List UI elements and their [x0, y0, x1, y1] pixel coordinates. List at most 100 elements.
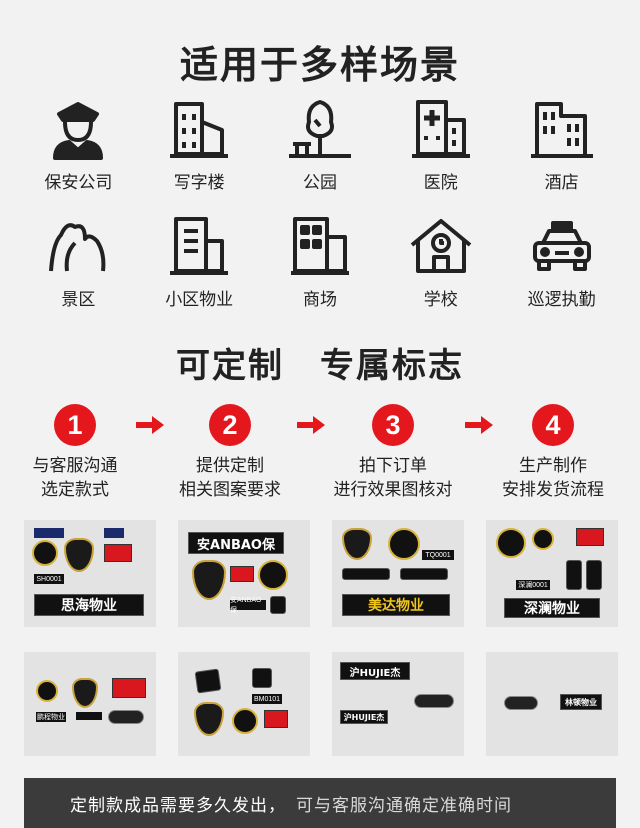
scene-park: 公园: [260, 96, 381, 193]
footer-ghost-text: 可与客服沟通确定准确时间: [296, 795, 512, 816]
name-patch: 深澜物业: [504, 598, 600, 618]
tag-patch: [104, 528, 124, 538]
scene-label: 写字楼: [173, 173, 225, 193]
tag-patch: [34, 528, 64, 538]
step-text: 提供定制 相关图案要求: [155, 454, 305, 502]
step-line: 进行效果图核对: [333, 480, 453, 500]
epaulette-patch: [342, 568, 390, 580]
flag-patch: [264, 710, 288, 728]
step-line: 与客服沟通: [32, 456, 118, 476]
step-number: 2: [209, 404, 251, 446]
hotel-icon: [530, 102, 593, 158]
scene-label: 公园: [302, 173, 337, 193]
scene-label: 酒店: [544, 173, 579, 193]
round-badge: [36, 680, 58, 702]
title-exclusive-logo: 专属标志: [320, 346, 464, 386]
round-badge: [232, 708, 258, 734]
step-number: 4: [532, 404, 574, 446]
epaulette-patch: [400, 568, 448, 580]
sample-image-sihai: SH0001 思海物业: [24, 520, 156, 627]
sample-image-shenlan: 深澜0001 深澜物业: [486, 520, 618, 627]
step-text: 生产制作 安排发货流程: [478, 454, 628, 502]
scene-patrol-duty: 巡逻执勤: [501, 213, 622, 310]
scene-security-company: 保安公司: [18, 96, 139, 193]
scene-label: 巡逻执勤: [527, 290, 596, 310]
residential-building-icon: [170, 217, 229, 275]
shield-badge: [342, 528, 372, 560]
scene-label: 商场: [302, 290, 337, 310]
school-icon: [410, 219, 472, 273]
office-building-icon: [170, 102, 229, 158]
id-tag: 安ANBAO保: [230, 597, 266, 614]
process-steps: 1 与客服沟通 选定款式 2 提供定制 相关图案要求 3 拍下订单 进行效果图核…: [0, 404, 640, 504]
scene-residential-property: 小区物业: [139, 213, 260, 310]
scene-hotel: 酒店: [501, 96, 622, 193]
id-tag: 鹏程物业: [36, 712, 66, 722]
step-text: 拍下订单 进行效果图核对: [318, 454, 468, 502]
flag-patch: [104, 544, 132, 562]
step-4: 4 生产制作 安排发货流程: [478, 404, 628, 502]
id-tag: BM0101: [252, 694, 282, 704]
scene-hospital: 医院: [380, 96, 501, 193]
epaulette-patch: [586, 560, 602, 590]
step-line: 选定款式: [41, 480, 109, 500]
scene-grid: 保安公司 写字楼 公园 医院: [18, 96, 622, 310]
section-title-customize: 可定制专属标志: [0, 338, 640, 387]
round-badge: [32, 540, 58, 566]
scene-label: 医院: [423, 173, 458, 193]
tag-patch: [76, 712, 102, 720]
step-line: 相关图案要求: [179, 480, 281, 500]
mall-icon: [290, 217, 349, 275]
scene-shopping-mall: 商场: [260, 213, 381, 310]
round-badge: [496, 528, 526, 558]
step-line: 生产制作: [519, 456, 587, 476]
step-1: 1 与客服沟通 选定款式: [0, 404, 150, 502]
shield-badge: [64, 538, 94, 572]
footer-text: 定制款成品需要多久发出，: [70, 795, 286, 816]
scene-label: 景区: [61, 290, 96, 310]
scenic-mountain-icon: [49, 223, 106, 272]
sample-image-pengcheng: 鹏程物业: [24, 652, 156, 756]
flag-patch: [112, 678, 146, 698]
name-patch: 思海物业: [34, 594, 144, 616]
name-patch: 美达物业: [342, 594, 450, 616]
wing-badge: [108, 710, 144, 724]
step-text: 与客服沟通 选定款式: [0, 454, 150, 502]
name-patch: 沪HUJIE杰: [340, 710, 388, 724]
step-3: 3 拍下订单 进行效果图核对: [318, 404, 468, 502]
round-badge: [532, 528, 554, 550]
security-guard-icon: [53, 102, 104, 160]
flag-patch: [576, 528, 604, 546]
id-tag: TQ0001: [422, 550, 454, 560]
hospital-icon: [411, 100, 470, 158]
scene-office-building: 写字楼: [139, 96, 260, 193]
id-tag: SH0001: [34, 574, 64, 584]
round-badge: [388, 528, 420, 560]
id-tag: 深澜0001: [516, 580, 550, 590]
epaulette-patch: [194, 668, 222, 694]
scene-school: 学校: [380, 213, 501, 310]
step-number: 1: [54, 404, 96, 446]
round-badge: [258, 560, 288, 590]
epaulette-patch: [270, 596, 286, 614]
title-customizable: 可定制: [176, 346, 284, 386]
wing-badge: [414, 694, 454, 708]
epaulette-patch: [252, 668, 272, 688]
arrow-right-icon: [297, 416, 325, 434]
step-line: 拍下订单: [359, 456, 427, 476]
shield-badge: [192, 560, 226, 600]
sample-image-lindun: 林顿物业: [486, 652, 618, 756]
arrow-right-icon: [136, 416, 164, 434]
sample-image-anbao: 安ANBAO保 安ANBAO保: [178, 520, 310, 627]
flag-patch: [230, 566, 254, 582]
name-patch: 林顿物业: [560, 694, 602, 710]
scene-label: 保安公司: [44, 173, 113, 193]
sample-image-custom-set: BM0101: [178, 652, 310, 756]
step-line: 安排发货流程: [502, 480, 604, 500]
section-title-scenes: 适用于多样场景: [179, 43, 460, 87]
scene-scenic-area: 景区: [18, 213, 139, 310]
name-patch: 沪HUJIE杰: [340, 662, 410, 680]
sample-image-meida: TQ0001 美达物业: [332, 520, 464, 627]
shield-badge: [72, 678, 98, 708]
scene-label: 小区物业: [165, 290, 234, 310]
